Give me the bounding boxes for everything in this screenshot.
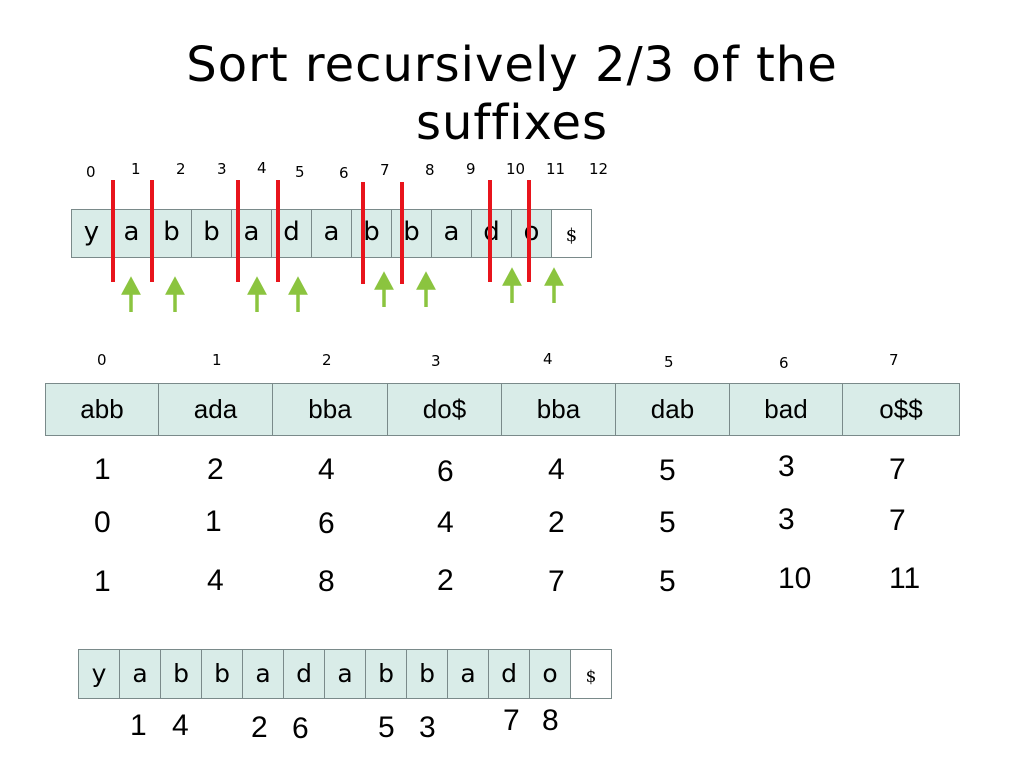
string-index: 0 [86, 163, 96, 181]
triple-index: 7 [889, 351, 899, 369]
slide-title: Sort recursively 2/3 of the suffixes [0, 36, 1024, 152]
bottom-rank: 1 [130, 709, 147, 742]
triple-cell: ada [158, 383, 273, 436]
triple-cell: bba [501, 383, 616, 436]
string-cell: a [119, 649, 161, 699]
rank-value: 3 [778, 503, 795, 536]
string-cell: b [391, 209, 432, 258]
title-line-1: Sort recursively 2/3 of the [186, 37, 838, 93]
rank-value: 4 [318, 453, 335, 486]
string-index: 8 [425, 161, 435, 179]
triple-cell: dab [615, 383, 730, 436]
rank-value: 7 [889, 453, 906, 486]
up-arrow-icon [544, 267, 564, 303]
string-cell-sentinel: $ [570, 649, 612, 699]
rank-value: 6 [318, 507, 335, 540]
string-cell: a [311, 209, 352, 258]
rank-value: 0 [94, 506, 111, 539]
string-cell: o [529, 649, 571, 699]
up-arrow-icon [502, 267, 522, 303]
up-arrow-icon [165, 276, 185, 312]
triple-cell: abb [45, 383, 159, 436]
string-index: 2 [176, 160, 186, 178]
triple-cell: bba [272, 383, 388, 436]
up-arrow-icon [247, 276, 267, 312]
bottom-rank: 6 [292, 712, 309, 745]
rank-value: 4 [207, 564, 224, 597]
bottom-rank: 4 [172, 709, 189, 742]
triple-index: 2 [322, 351, 332, 369]
rank-value: 2 [437, 564, 454, 597]
rank-value: 10 [778, 562, 812, 595]
bottom-rank: 8 [542, 704, 559, 737]
string-cell: b [365, 649, 407, 699]
string-cell: a [324, 649, 366, 699]
triple-index: 3 [431, 352, 441, 370]
rank-value: 11 [889, 562, 921, 595]
bottom-rank: 7 [503, 704, 520, 737]
string-cell: a [447, 649, 489, 699]
output-string: y a b b a d a b b a d o $ [78, 649, 612, 699]
up-arrow-icon [374, 271, 394, 307]
string-index: 5 [295, 163, 305, 181]
string-index: 3 [217, 160, 227, 178]
string-index: 9 [466, 160, 476, 178]
up-arrow-icon [121, 276, 141, 312]
string-cell: a [242, 649, 284, 699]
rank-value: 5 [659, 506, 676, 539]
up-arrow-icon [416, 271, 436, 307]
triple-index: 6 [779, 354, 789, 372]
string-index: 7 [380, 161, 390, 179]
rank-value: 4 [437, 506, 454, 539]
rank-value: 3 [778, 450, 795, 483]
bottom-rank: 5 [378, 711, 395, 744]
up-arrow-icon [288, 276, 308, 312]
string-index: 4 [257, 159, 267, 177]
rank-value: 1 [205, 505, 222, 538]
string-index: 6 [339, 164, 349, 182]
rank-value: 2 [207, 453, 224, 486]
triple-cell: o$$ [842, 383, 960, 436]
string-cell: d [283, 649, 325, 699]
string-cell-sentinel: $ [551, 209, 592, 258]
string-index: 10 [506, 160, 526, 178]
rank-value: 1 [94, 453, 111, 486]
string-cell: y [78, 649, 120, 699]
string-cell: y [71, 209, 112, 258]
rank-value: 1 [94, 565, 111, 598]
string-cell: a [431, 209, 472, 258]
string-cell: b [191, 209, 232, 258]
triple-index: 4 [543, 350, 553, 368]
string-cell: b [351, 209, 392, 258]
triple-index: 5 [664, 353, 674, 371]
triple-cell: do$ [387, 383, 502, 436]
rank-value: 7 [548, 565, 565, 598]
rank-value: 6 [437, 455, 454, 488]
title-line-2: suffixes [415, 95, 609, 151]
string-cell: b [406, 649, 448, 699]
rank-value: 2 [548, 506, 565, 539]
string-cell: o [511, 209, 552, 258]
string-index: 12 [589, 160, 609, 178]
string-index: 1 [131, 160, 141, 178]
rank-value: 5 [659, 454, 676, 487]
triple-cell: bad [729, 383, 843, 436]
bottom-rank: 2 [251, 711, 268, 744]
rank-value: 5 [659, 565, 676, 598]
rank-value: 7 [889, 504, 906, 537]
triple-index: 1 [212, 351, 222, 369]
rank-value: 8 [318, 565, 335, 598]
string-cell: b [201, 649, 243, 699]
triple-index: 0 [97, 351, 107, 369]
rank-value: 4 [548, 453, 565, 486]
triples-row: abb ada bba do$ bba dab bad o$$ [45, 383, 960, 436]
string-cell: b [160, 649, 202, 699]
string-cell: d [488, 649, 530, 699]
string-index: 11 [546, 160, 566, 178]
bottom-rank: 3 [419, 711, 436, 744]
